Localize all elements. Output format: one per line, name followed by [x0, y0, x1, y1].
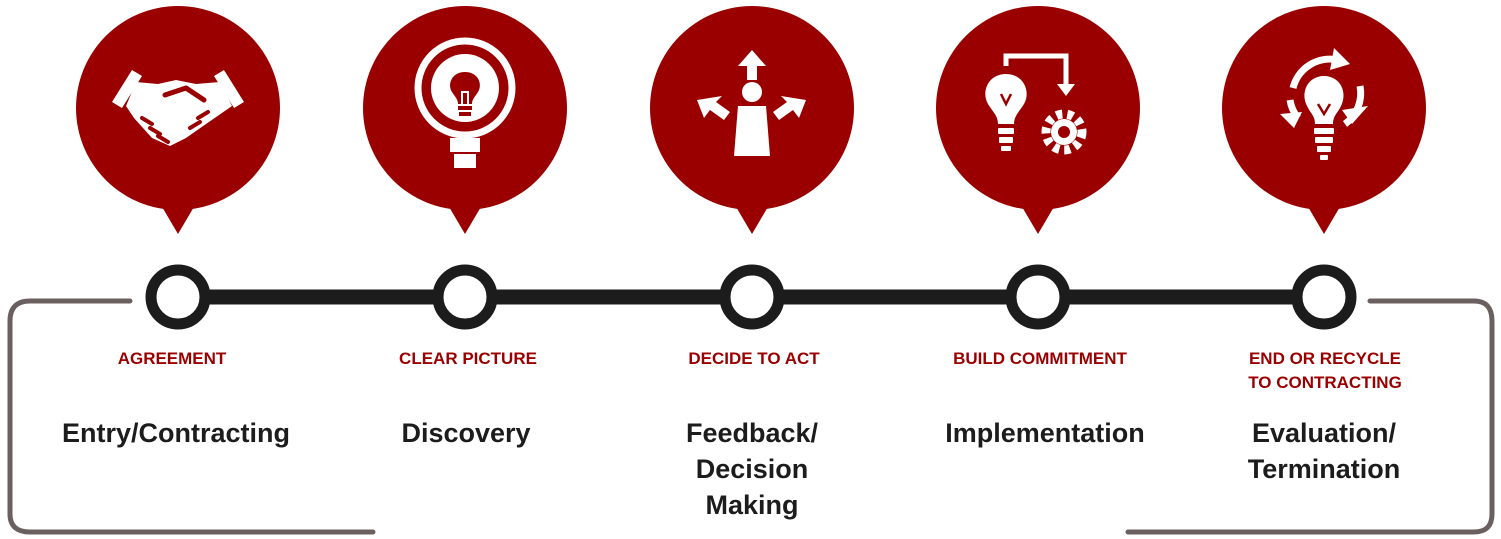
recycle-lightbulb-icon: [1280, 48, 1368, 160]
stage-name-evaluation: Evaluation/ Termination: [1247, 418, 1401, 484]
timeline-node-end: [1291, 264, 1357, 330]
timeline-node-build: [1005, 264, 1071, 330]
stage-marker-build: [936, 6, 1140, 234]
stage-marker-agreement: [76, 6, 280, 234]
lightbulb-magnifier-icon: [414, 37, 516, 168]
stage-name-discovery: Discovery: [401, 418, 531, 448]
stage-label-clear-picture: CLEAR PICTURE: [399, 349, 537, 368]
stage-label-end: END OR RECYCLE TO CONTRACTING: [1248, 349, 1402, 392]
handshake-icon: [112, 70, 244, 146]
stage-name-implementation: Implementation: [945, 418, 1145, 448]
timeline-node-agreement: [145, 264, 211, 330]
stage-marker-clear-picture: [363, 6, 567, 234]
left-bracket: [7, 298, 376, 535]
stage-name-feedback: Feedback/ Decision Making: [685, 418, 819, 520]
timeline-node-decide: [719, 264, 785, 330]
stage-label-agreement: AGREEMENT: [117, 349, 227, 368]
stage-label-decide: DECIDE TO ACT: [688, 349, 820, 368]
person-decision-arrows-icon: [697, 50, 806, 156]
stage-label-build: BUILD COMMITMENT: [953, 349, 1127, 368]
timeline-node-clear-picture: [432, 264, 498, 330]
stage-marker-decide: [650, 6, 854, 234]
stage-name-entry: Entry/Contracting: [61, 418, 290, 448]
right-bracket: [1125, 298, 1495, 535]
stage-marker-end: [1222, 6, 1426, 234]
pin-build-circle: [936, 6, 1140, 210]
lightbulb-gear-icon: [985, 53, 1087, 155]
